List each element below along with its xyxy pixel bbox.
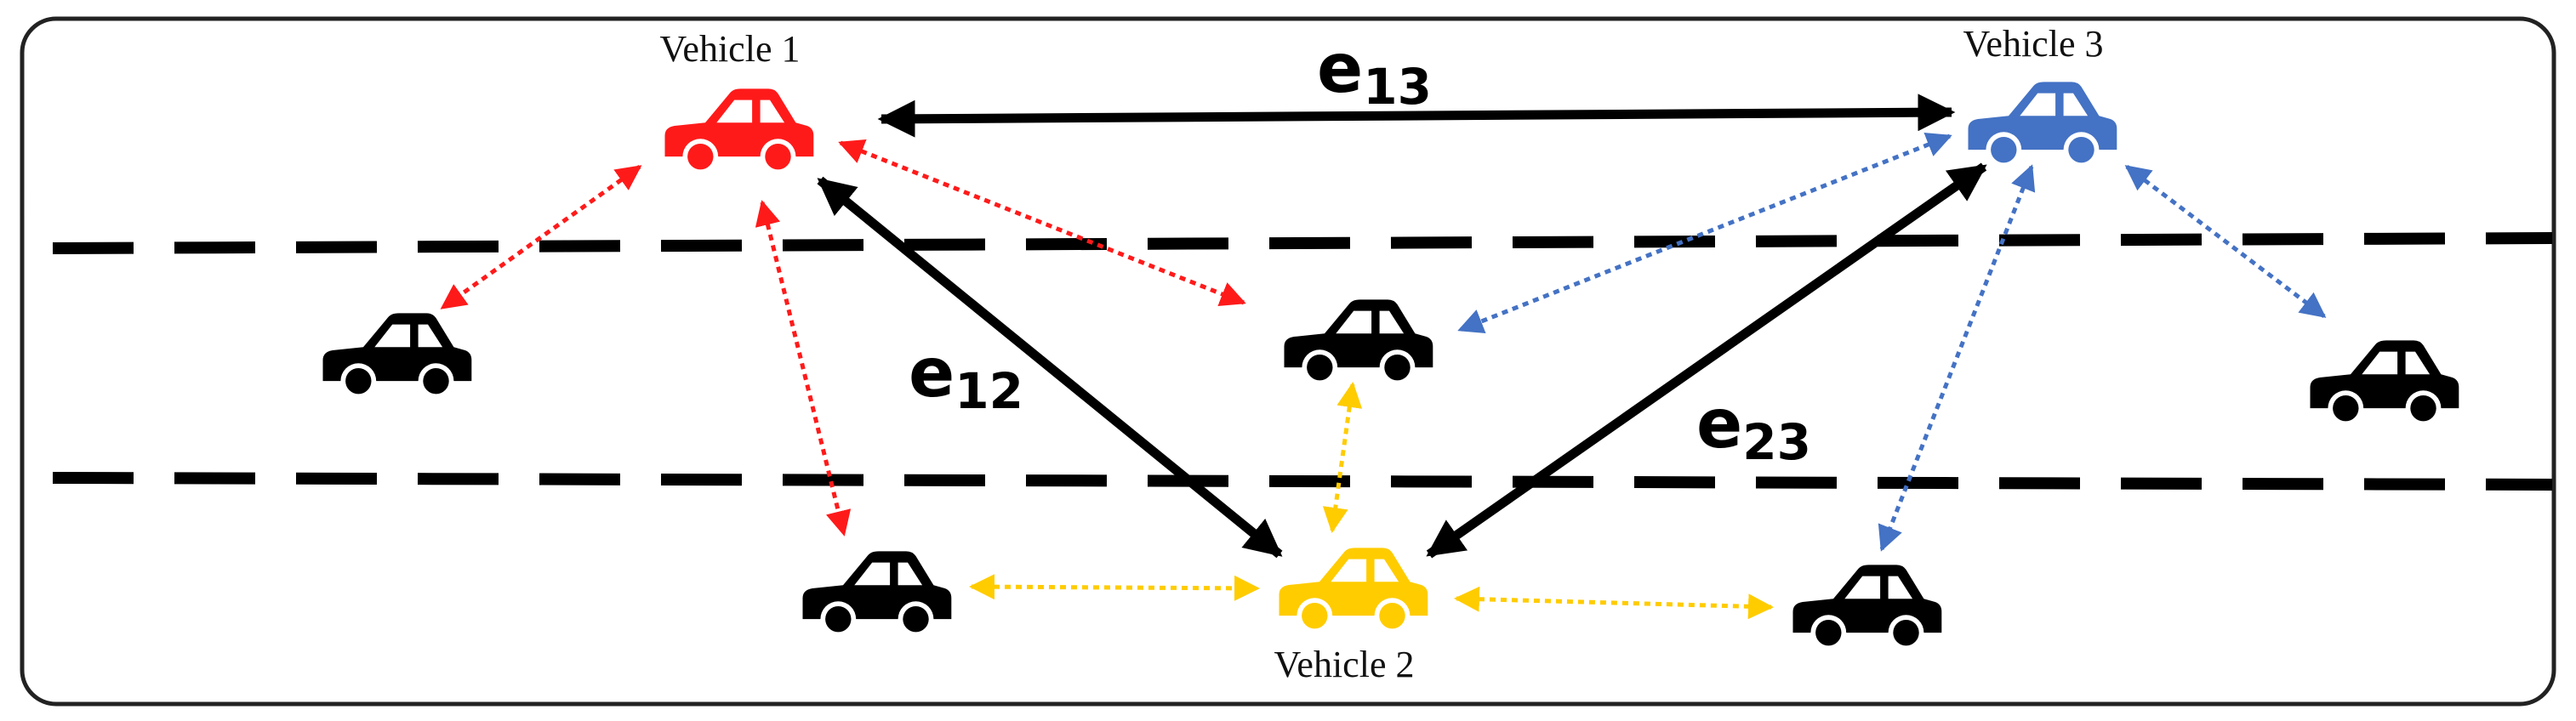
edge-e12-arrow	[817, 176, 1283, 559]
edge-e12-label: e12	[909, 333, 1023, 420]
link-v2-car-bottom-left	[969, 574, 1260, 601]
vehicle-1-label: Vehicle 1	[660, 28, 801, 70]
edge-e13-arrow	[877, 94, 1956, 138]
edge-e13-label: e13	[1317, 29, 1432, 116]
link-v2-car-middle	[1322, 382, 1363, 533]
link-v3-car-bottom-right	[1878, 164, 2036, 552]
vehicle-2-label: Vehicle 2	[1274, 644, 1415, 685]
link-v2-car-bottom-right	[1454, 586, 1774, 620]
link-v1-car-middle	[838, 139, 1246, 306]
lane-divider-lower	[52, 472, 2553, 491]
link-v3-car-right	[2124, 165, 2327, 318]
edge-e23-arrow	[1426, 162, 1987, 559]
vehicle-3-label: Vehicle 3	[1963, 23, 2104, 65]
link-v1-car-bottom-left	[755, 200, 852, 536]
edge-e23-label: e23	[1696, 384, 1811, 471]
link-v1-car-left	[440, 164, 642, 310]
